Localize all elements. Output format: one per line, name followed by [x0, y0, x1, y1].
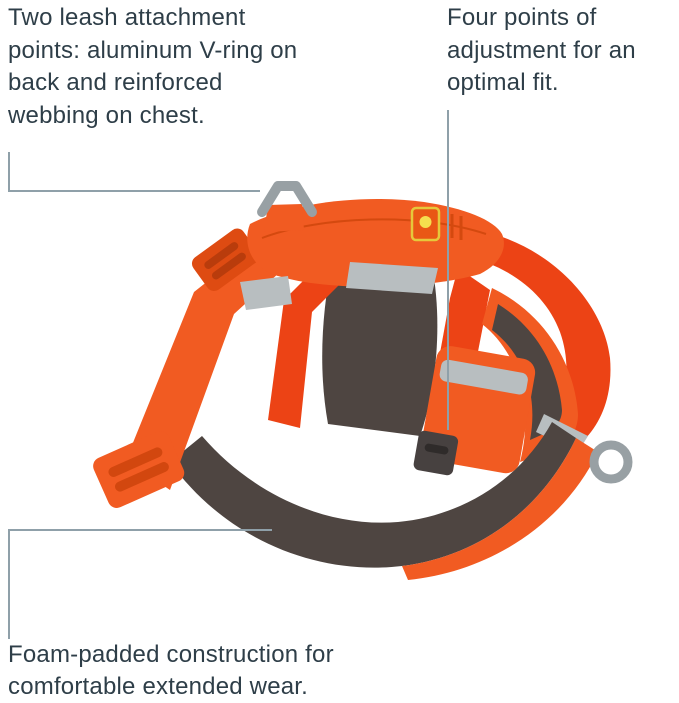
annotation-leash-points: Two leash attachment points: aluminum V-… — [8, 4, 298, 129]
leader-line-adjustment — [447, 110, 449, 430]
inner-right-strap — [438, 268, 490, 372]
pocket-buckle — [413, 430, 459, 476]
belly-strap — [402, 438, 598, 580]
belly-pad — [170, 422, 576, 568]
saddle-webbing-stitch — [450, 214, 463, 240]
buckle — [191, 228, 260, 292]
reflective-trim-left — [240, 276, 292, 310]
chest-pad — [322, 257, 438, 436]
adjustment-pocket — [413, 346, 536, 476]
annotation-adjustment: Four points of adjustment for an optimal… — [447, 4, 636, 97]
leader-line-foam-horizontal — [8, 529, 272, 531]
brand-tag — [410, 206, 441, 242]
chest-strap — [268, 266, 344, 428]
leader-line-leash-vertical — [8, 152, 10, 191]
reflective-trim-center — [346, 262, 438, 294]
strap-slider — [93, 431, 185, 508]
v-ring-webbing — [264, 204, 304, 232]
leader-line-foam-vertical — [8, 529, 10, 639]
harness-image — [93, 181, 633, 580]
leader-line-leash-horizontal — [8, 190, 260, 192]
reflective-trim-pocket — [439, 359, 528, 395]
left-strap — [126, 246, 280, 490]
annotation-foam-padding: Foam-padded construction for comfortable… — [8, 641, 334, 700]
v-ring-icon — [257, 181, 317, 217]
side-ring — [589, 440, 633, 484]
right-strap — [464, 232, 611, 440]
